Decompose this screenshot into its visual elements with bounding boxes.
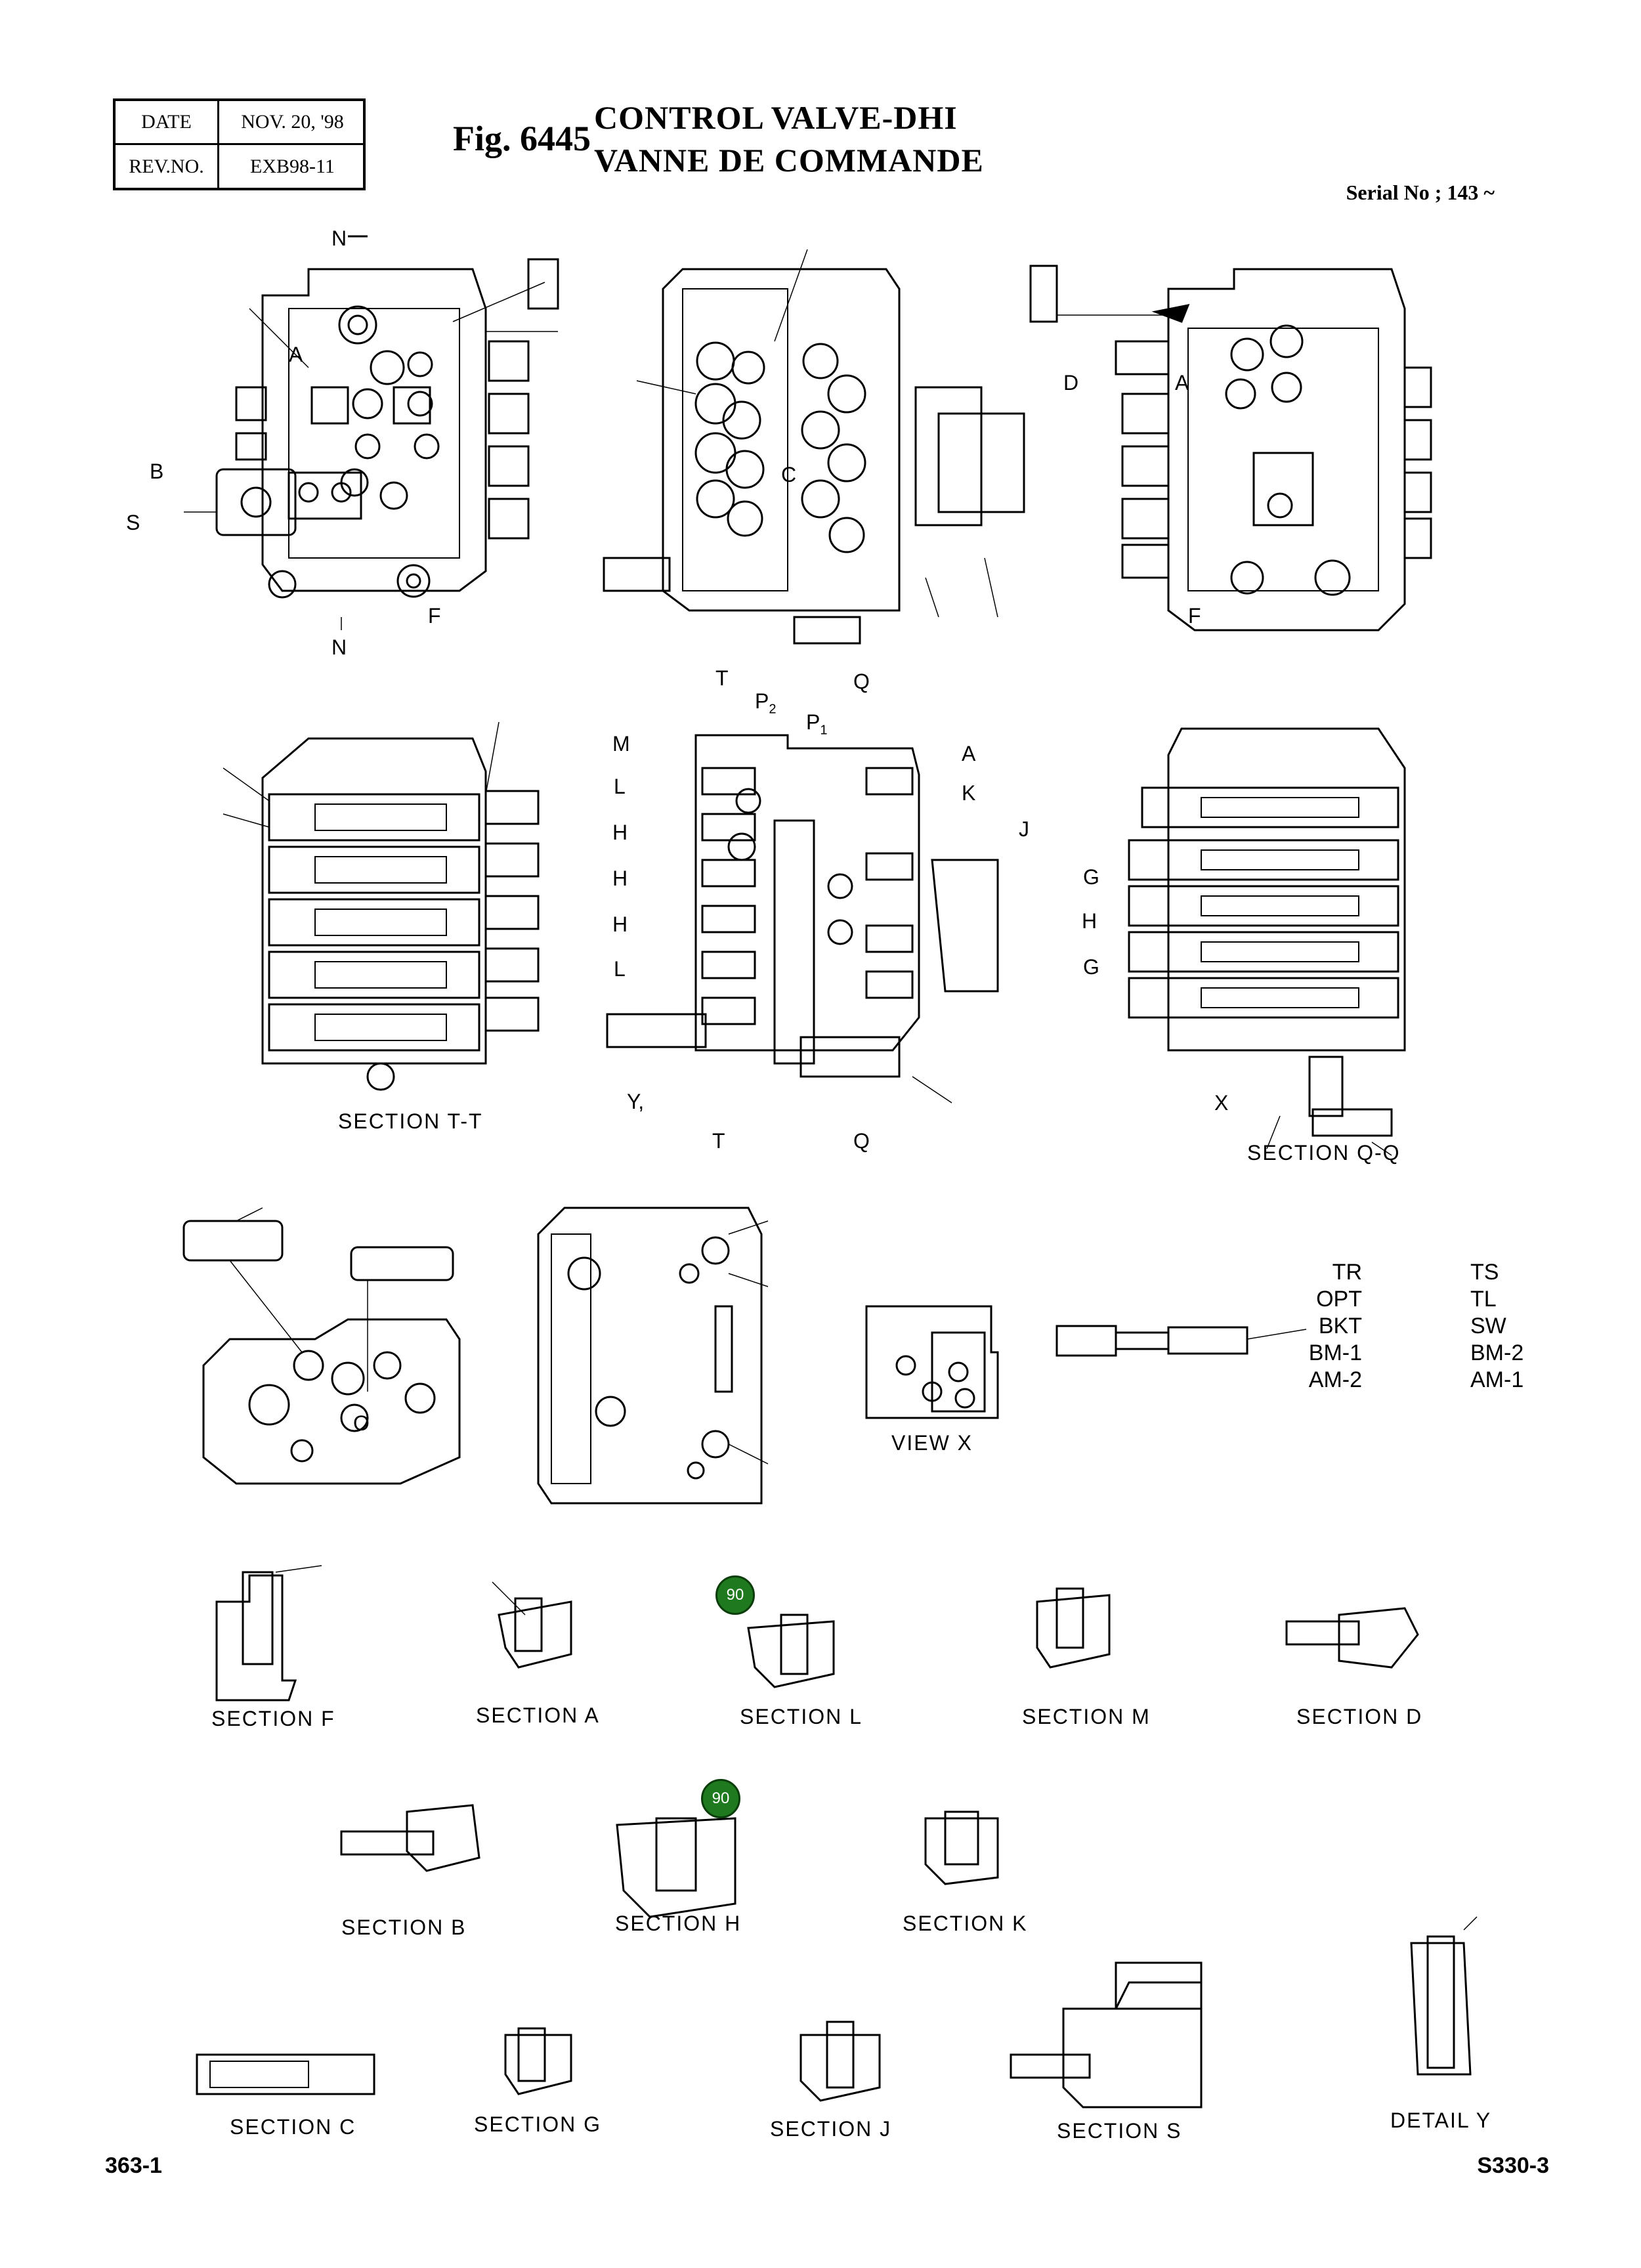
plate-view-drawing [537, 1207, 769, 1505]
marker-g-1: G [1083, 865, 1099, 889]
marker-k: K [962, 781, 976, 805]
valve-view-left [184, 235, 559, 630]
label-section-s: SECTION S [1057, 2119, 1182, 2143]
marker-a-section: A [962, 742, 976, 765]
date-label: DATE [141, 111, 192, 133]
label-view-x: VIEW X [891, 1431, 973, 1455]
label-section-qq: SECTION Q-Q [1247, 1141, 1401, 1165]
label-section-k: SECTION K [903, 1912, 1028, 1935]
iso-view-drawing [182, 1207, 461, 1485]
marker-t-bottom: T [712, 1129, 725, 1153]
label-section-b: SECTION B [341, 1915, 467, 1939]
section-qq-drawing [1128, 727, 1406, 1156]
part-callout-badge[interactable]: 90 [715, 1575, 755, 1615]
section-b-drawing [340, 1804, 480, 1872]
marker-h-4: H [1082, 909, 1098, 933]
label-section-c: SECTION C [230, 2115, 356, 2139]
marker-m: M [612, 732, 630, 756]
marker-h-3: H [612, 912, 628, 936]
section-a-drawing [492, 1581, 572, 1669]
marker-l: L [614, 775, 626, 798]
label-detail-y: DETAIL Y [1390, 2108, 1492, 2132]
spool-legend-right: TS TL SW BM-2 AM-1 [1470, 1260, 1524, 1392]
section-l-drawing [747, 1614, 835, 1688]
valve-view-right [1029, 265, 1432, 631]
marker-o: O [353, 1411, 370, 1435]
marker-h-2: H [612, 867, 628, 890]
marker-y: Y, [627, 1090, 645, 1113]
label-section-l: SECTION L [740, 1705, 863, 1728]
marker-a: A [289, 343, 303, 366]
section-ports-drawing [606, 734, 999, 1103]
port-p1: P1 [806, 710, 828, 738]
spool-drawing [1055, 1325, 1307, 1357]
title-english: CONTROL VALVE-DHI [594, 99, 958, 136]
marker-h-1: H [612, 821, 628, 844]
marker-s: S [126, 511, 140, 534]
rev-value: EXB98-11 [250, 155, 335, 177]
table-divider [116, 143, 363, 145]
section-j-drawing [799, 2021, 881, 2102]
section-k-drawing [924, 1810, 999, 1885]
label-section-d: SECTION D [1296, 1705, 1423, 1728]
section-s-drawing [1010, 1961, 1203, 2108]
marker-x: X [1214, 1091, 1229, 1115]
marker-n-bottom: N [331, 635, 347, 659]
date-value: NOV. 20, '98 [241, 111, 344, 133]
label-section-a: SECTION A [476, 1703, 600, 1727]
marker-q-top: Q [853, 670, 870, 693]
marker-t-top: T [715, 666, 729, 690]
section-m-drawing [1036, 1587, 1111, 1669]
manual-code: S330-3 [1477, 2153, 1549, 2178]
section-g-drawing [504, 2027, 572, 2095]
label-section-f: SECTION F [211, 1707, 335, 1730]
figure-number: Fig. 6445 [453, 119, 591, 158]
section-c-drawing [196, 2053, 375, 2095]
section-tt-drawing [223, 721, 540, 1091]
spool-legend-left: TR OPT BKT BM-1 AM-2 [1308, 1260, 1362, 1392]
label-section-h: SECTION H [615, 1912, 742, 1935]
page-number: 363-1 [105, 2153, 162, 2178]
marker-n-top: N [331, 226, 347, 250]
section-d-drawing [1285, 1607, 1419, 1669]
detail-y-drawing [1410, 1916, 1478, 2076]
label-section-j: SECTION J [770, 2117, 892, 2141]
revision-table: DATE NOV. 20, '98 REV.NO. EXB98-11 [113, 98, 366, 190]
marker-a-right: A [1175, 371, 1189, 395]
port-p2: P2 [755, 689, 777, 717]
label-section-g: SECTION G [474, 2112, 602, 2136]
valve-view-center [603, 249, 1025, 645]
title-french: VANNE DE COMMANDE [594, 142, 984, 179]
view-x-drawing [865, 1305, 999, 1419]
marker-g-2: G [1083, 955, 1099, 979]
marker-f-right: F [1188, 604, 1201, 628]
marker-b: B [150, 460, 164, 483]
label-section-tt: SECTION T-T [338, 1109, 483, 1133]
marker-d: D [1063, 371, 1079, 395]
label-section-m: SECTION M [1022, 1705, 1151, 1728]
marker-f: F [428, 604, 441, 628]
marker-q-bottom: Q [853, 1129, 870, 1153]
section-h-drawing [616, 1817, 736, 1918]
marker-j: J [1019, 817, 1029, 841]
marker-c: C [781, 463, 797, 486]
marker-l-2: L [614, 957, 626, 981]
serial-number: Serial No ; 143 ~ [1346, 181, 1495, 204]
section-f-drawing [215, 1565, 322, 1701]
rev-label: REV.NO. [129, 155, 204, 177]
part-callout-badge[interactable]: 90 [701, 1779, 740, 1818]
